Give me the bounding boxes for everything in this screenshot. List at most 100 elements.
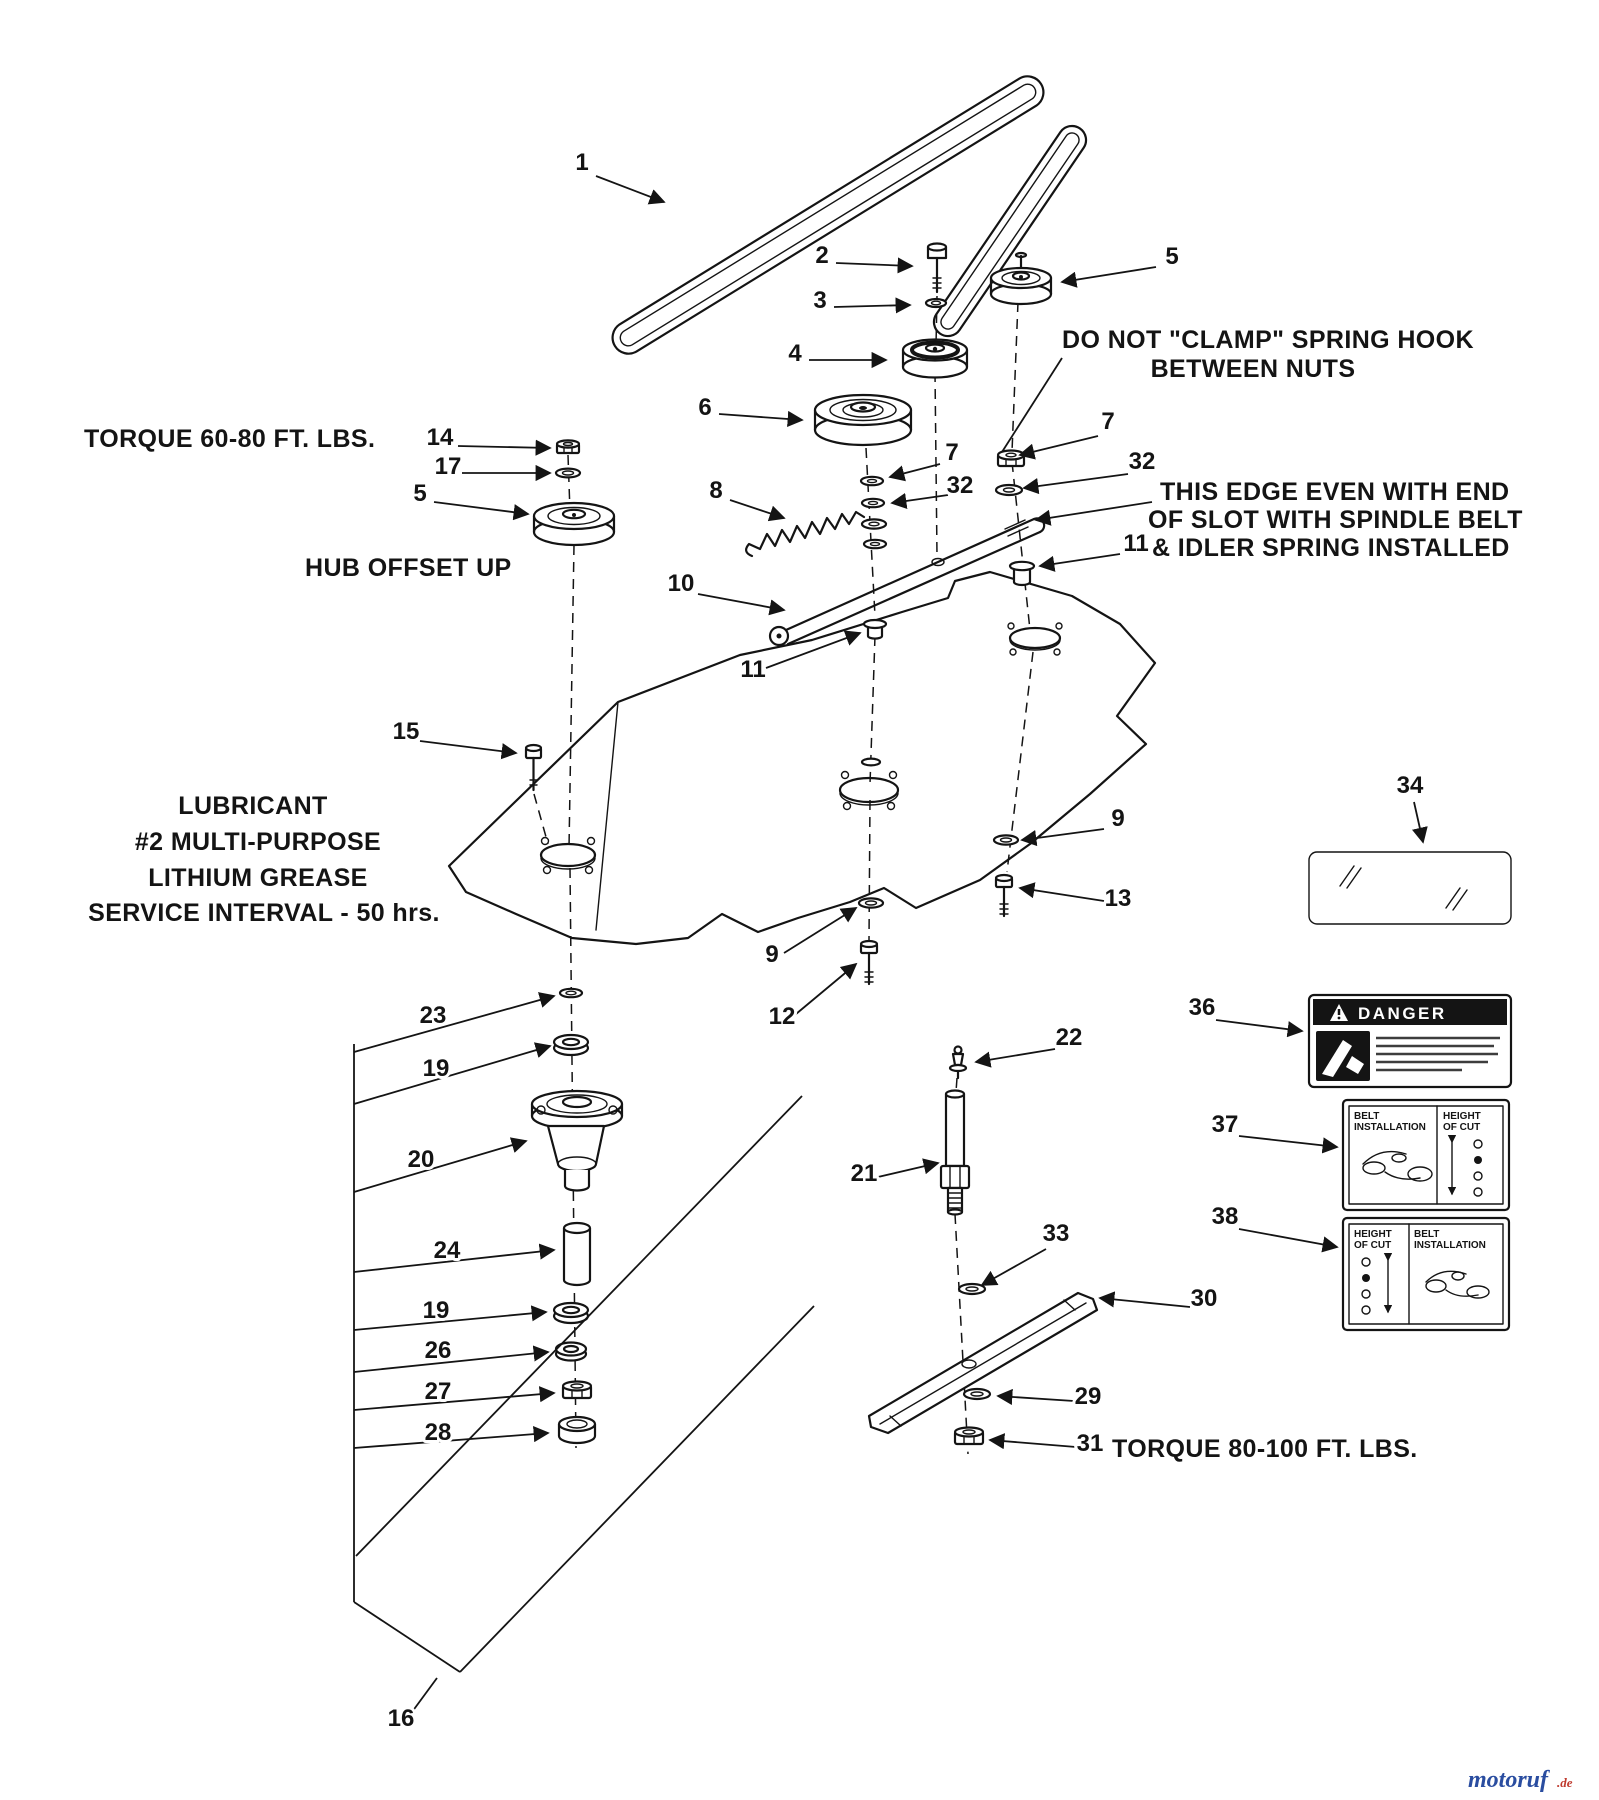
pulley-5-right — [989, 251, 1053, 306]
nut-27 — [561, 1380, 593, 1400]
deck-hole-left — [539, 836, 597, 875]
edge-note-line3: & IDLER SPRING INSTALLED — [1152, 534, 1510, 562]
callout-32-center: 32 — [947, 472, 974, 499]
danger-fine-print-lines — [1376, 1036, 1500, 1072]
callout-8: 8 — [709, 477, 722, 504]
callout-31: 31 — [1077, 1430, 1104, 1457]
bolt-12 — [859, 939, 879, 986]
callout-13: 13 — [1105, 885, 1132, 912]
flat-washer-32 — [994, 483, 1024, 497]
watermark: motoruf .de — [1468, 1767, 1573, 1793]
deck-hole-center — [838, 770, 900, 811]
callout-23: 23 — [420, 1002, 447, 1029]
lube-note-line4: SERVICE INTERVAL - 50 hrs. — [88, 899, 440, 927]
nut-14 — [555, 439, 581, 455]
decal37-height-line2: OF CUT — [1443, 1122, 1480, 1133]
nut-31 — [953, 1426, 985, 1446]
callout-5-left: 5 — [413, 480, 426, 507]
callout-21: 21 — [851, 1160, 878, 1187]
callout-20: 20 — [408, 1146, 435, 1173]
annotation-texts: TORQUE 60-80 FT. LBS. HUB OFFSET UP DO N… — [84, 326, 1523, 1463]
callout-26: 26 — [425, 1337, 452, 1364]
spindle-housing-20 — [530, 1089, 624, 1192]
lube-note-line3: LITHIUM GREASE — [148, 864, 368, 892]
callout-22: 22 — [1056, 1024, 1083, 1051]
bolt-13 — [994, 873, 1014, 918]
watermark-tld: .de — [1557, 1775, 1573, 1790]
grease-fitting-22 — [948, 1045, 968, 1080]
callout-9-center: 9 — [765, 941, 778, 968]
callout-9-right: 9 — [1111, 805, 1124, 832]
cap-28 — [557, 1415, 597, 1445]
torque-top-note: TORQUE 60-80 FT. LBS. — [84, 425, 375, 453]
edge-note-line2: OF SLOT WITH SPINDLE BELT — [1148, 506, 1523, 534]
callout-7-right: 7 — [1101, 408, 1114, 435]
callout-numbers: 1 2 3 4 5 5 6 7 7 8 9 9 10 11 11 12 13 1… — [385, 146, 1427, 1735]
drive-belt — [611, 75, 1088, 355]
small-washer-center — [860, 757, 882, 767]
callout-37: 37 — [1212, 1111, 1239, 1138]
callout-36: 36 — [1189, 994, 1216, 1021]
blade-30 — [867, 1291, 1099, 1435]
washer-33 — [957, 1282, 987, 1296]
assembly-bracket-16 — [353, 1044, 815, 1713]
callout-4: 4 — [788, 340, 802, 367]
washer-9-center — [857, 897, 885, 909]
hub-offset-note: HUB OFFSET UP — [305, 554, 512, 582]
torque-bottom-note: TORQUE 80-100 FT. LBS. — [1112, 1435, 1418, 1463]
lube-note-line2: #2 MULTI-PURPOSE — [135, 828, 381, 856]
callout-11-right: 11 — [1123, 530, 1148, 557]
callout-30: 30 — [1191, 1285, 1218, 1312]
spacer-bushing-11-right — [1008, 560, 1036, 587]
pulley-4 — [901, 338, 969, 379]
spindle-shaft-21 — [939, 1089, 971, 1216]
callout-12: 12 — [769, 1003, 796, 1030]
lockwasher-3 — [924, 297, 948, 309]
callout-28: 28 — [425, 1419, 452, 1446]
callout-19-upper: 19 — [423, 1055, 450, 1082]
mower-deck-shell — [447, 570, 1157, 946]
callout-27: 27 — [425, 1378, 452, 1405]
decal38-belt-line1: BELT — [1414, 1229, 1439, 1240]
idler-arm-10 — [768, 517, 1046, 647]
bolt-2 — [926, 242, 948, 294]
callout-19-lower: 19 — [423, 1297, 450, 1324]
callout-17: 17 — [435, 453, 462, 480]
spindle-pulley-6 — [813, 393, 913, 447]
washer-29 — [962, 1387, 992, 1401]
decal-34 — [1308, 851, 1512, 925]
callout-5-right: 5 — [1165, 243, 1178, 270]
belt-height-decal-37: BELT INSTALLATION HEIGHT OF CUT — [1341, 1098, 1511, 1212]
decal38-belt-line2: INSTALLATION — [1414, 1240, 1486, 1251]
washer-17 — [554, 467, 582, 479]
decal38-height-line2: OF CUT — [1354, 1240, 1391, 1251]
washer-9-right — [992, 834, 1020, 846]
callout-15: 15 — [393, 718, 420, 745]
callout-33: 33 — [1043, 1220, 1070, 1247]
callout-2: 2 — [815, 242, 828, 269]
bearing-19-upper — [552, 1033, 590, 1057]
callout-6: 6 — [698, 394, 711, 421]
callout-38: 38 — [1212, 1203, 1239, 1230]
idler-spring-8 — [745, 510, 866, 558]
edge-note-line1: THIS EDGE EVEN WITH END — [1160, 478, 1510, 506]
danger-decal: DANGER — [1307, 993, 1513, 1089]
callout-14: 14 — [427, 424, 454, 451]
lube-note-line1: LUBRICANT — [178, 792, 327, 820]
callout-16: 16 — [388, 1705, 415, 1732]
callout-1: 1 — [575, 149, 588, 176]
callout-11-center: 11 — [740, 656, 765, 683]
decal37-belt-line2: INSTALLATION — [1354, 1122, 1426, 1133]
danger-decal-title: DANGER — [1358, 1004, 1447, 1023]
washer-23 — [558, 987, 584, 999]
height-belt-decal-38: HEIGHT OF CUT BELT INSTALLATION — [1341, 1216, 1511, 1332]
watermark-brand: motoruf — [1468, 1767, 1550, 1793]
spindle-shaft-washers — [859, 475, 888, 550]
pulley-5-left — [532, 501, 616, 547]
spacer-24 — [562, 1221, 592, 1287]
decal37-height-line1: HEIGHT — [1443, 1111, 1481, 1122]
callout-24: 24 — [434, 1237, 461, 1264]
bearing-19-lower — [552, 1301, 590, 1325]
